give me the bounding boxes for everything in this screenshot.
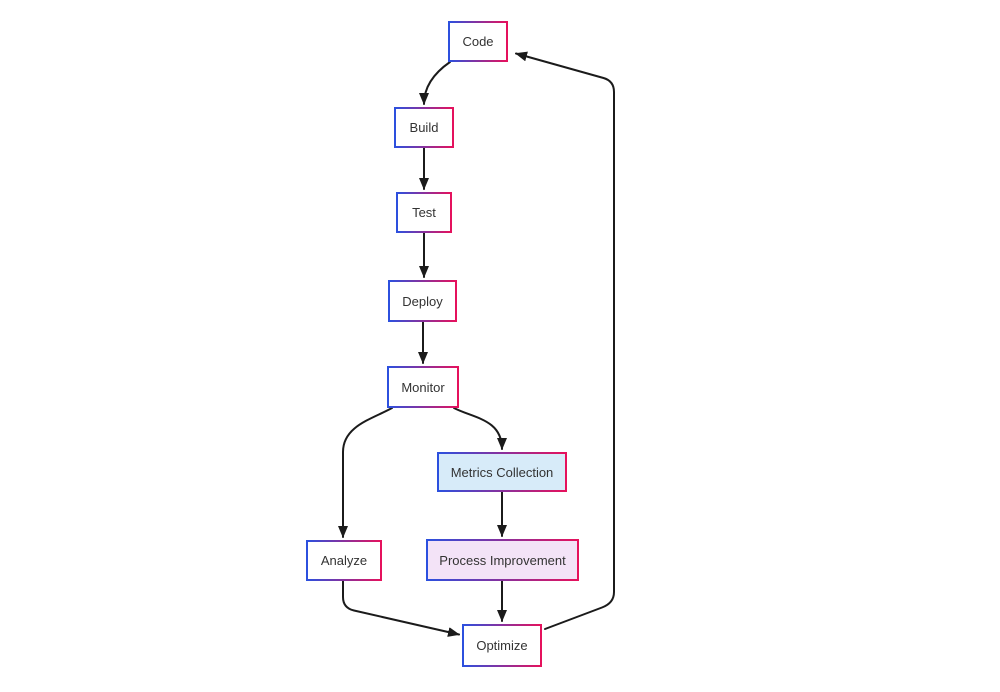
node-analyze-label: Analyze — [320, 553, 368, 568]
node-code: Code — [448, 21, 508, 62]
node-optimize: Optimize — [462, 624, 542, 667]
node-process-improvement: Process Improvement — [426, 539, 579, 581]
node-test-label: Test — [412, 205, 436, 220]
node-monitor: Monitor — [387, 366, 459, 408]
edge-monitor-to-analyze — [338, 407, 393, 538]
node-deploy: Deploy — [388, 280, 457, 322]
node-optimize-label: Optimize — [476, 638, 528, 653]
node-build: Build — [394, 107, 454, 148]
edge-code-to-build — [419, 61, 451, 105]
node-process-improvement-label: Process Improvement — [439, 552, 566, 568]
node-deploy-label: Deploy — [402, 293, 443, 309]
edge-optimize-to-code — [515, 51, 615, 630]
edge-analyze-to-optimize — [342, 580, 460, 637]
node-analyze: Analyze — [306, 540, 382, 581]
node-monitor-label: Monitor — [401, 379, 445, 395]
node-metrics-collection: Metrics Collection — [437, 452, 567, 492]
node-code-label: Code — [462, 34, 494, 49]
node-build-label: Build — [409, 120, 439, 135]
edge-monitor-to-metrics-collection — [453, 407, 507, 450]
node-test: Test — [396, 192, 452, 233]
node-metrics-collection-label: Metrics Collection — [450, 464, 554, 480]
